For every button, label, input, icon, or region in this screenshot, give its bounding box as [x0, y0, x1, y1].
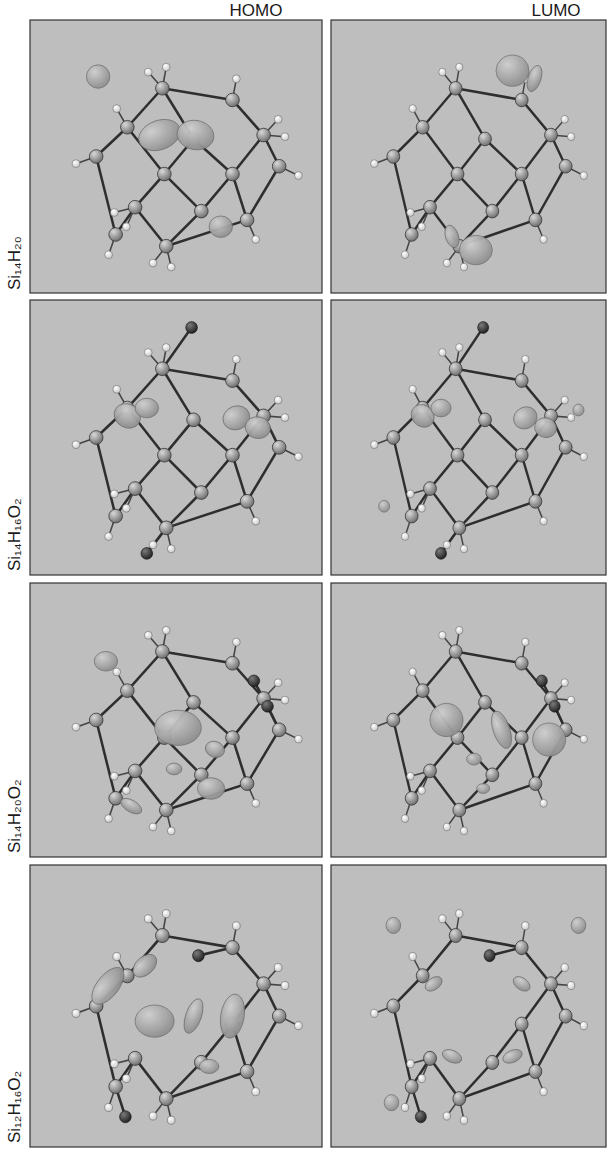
- row-label: Si₁₄H₂₀: [5, 236, 25, 290]
- orbital-panel: [30, 20, 322, 293]
- row-label: Si₁₂H₁₆O₂: [5, 1071, 25, 1143]
- column-header: LUMO: [531, 1, 580, 21]
- orbital-panel: [331, 20, 606, 293]
- orbital-panel: [30, 583, 322, 857]
- orbital-panel: [30, 300, 322, 575]
- orbital-panel: [30, 865, 322, 1147]
- orbital-panel: [331, 583, 606, 857]
- orbital-panel: [331, 865, 606, 1147]
- row-label: Si₁₄H₂₀O₂: [5, 779, 25, 853]
- orbital-panel: [331, 300, 606, 575]
- row-label: Si₁₄H₁₆O₂: [5, 499, 25, 571]
- column-header: HOMO: [230, 1, 283, 21]
